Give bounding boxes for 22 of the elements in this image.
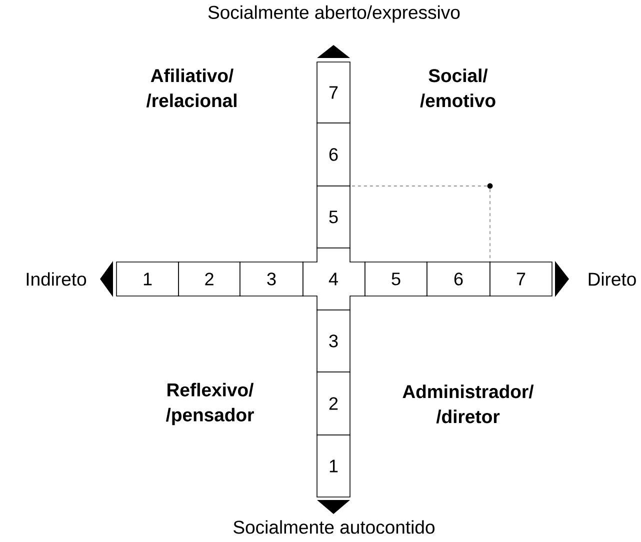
axis-label: Indireto <box>26 272 86 286</box>
scale-cell: 6 <box>316 122 350 186</box>
scale-cell: 1 <box>316 434 350 498</box>
scale-cell: 5 <box>316 186 350 248</box>
scale-cell: 1 <box>116 262 179 296</box>
quadrant-label: Social/ /emotivo <box>420 68 496 108</box>
axis-label: Socialmente autocontido <box>234 520 434 534</box>
scale-cell: 3 <box>316 310 350 372</box>
scale-cell: 6 <box>426 262 490 296</box>
scale-cell: 3 <box>240 262 304 296</box>
quadrant-label: Administrador/ /diretor <box>402 384 534 424</box>
scale-cell: 4 <box>302 248 366 310</box>
data-point <box>487 183 493 189</box>
scale-cell: 5 <box>364 262 428 296</box>
scale-cell: 2 <box>178 262 240 296</box>
axis-label: Socialmente aberto/expressivo <box>208 5 460 23</box>
scale-cell: 2 <box>316 372 350 436</box>
scale-cell: 7 <box>316 62 350 124</box>
scale-cell: 7 <box>490 262 552 296</box>
quadrant-label: Afiliativo/ /relacional <box>146 68 236 108</box>
axis-label: Direto <box>588 272 636 286</box>
quadrant-label: Reflexivo/ /pensador <box>166 382 254 426</box>
